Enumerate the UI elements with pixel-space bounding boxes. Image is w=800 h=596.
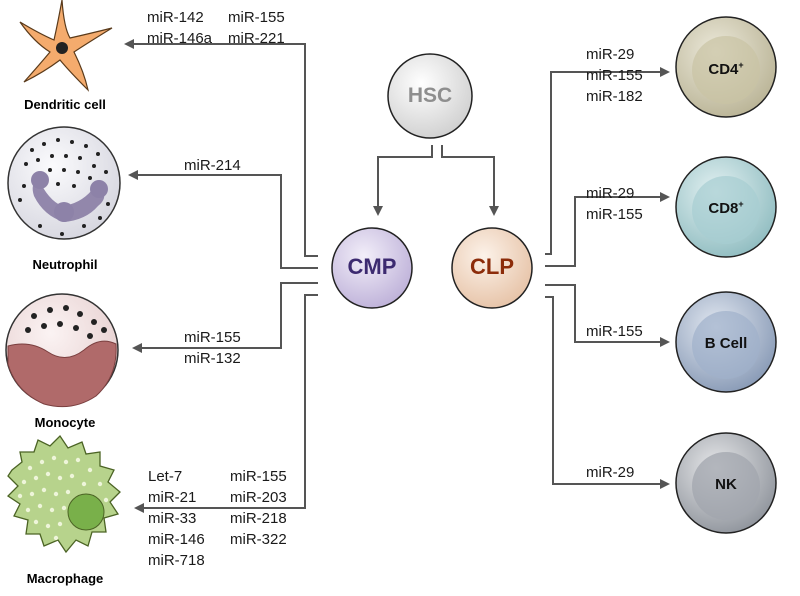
monocyte-granules	[25, 305, 107, 339]
clp-label: CLP	[470, 254, 514, 279]
clp-to-nk-arrow	[545, 296, 670, 489]
cd4-label: CD4+	[691, 60, 761, 79]
dendritic-mirna-list-a: miR-142 miR-146a	[147, 7, 212, 49]
neutrophil-granules	[18, 138, 110, 236]
clp-to-bcell-arrow	[545, 284, 670, 347]
mirna-label: miR-142	[147, 9, 204, 26]
mirna-label: miR-718	[148, 552, 205, 569]
mirna-label: miR-146a	[147, 30, 213, 47]
cd8-cell-icon	[675, 156, 777, 258]
cmp-to-monocyte-arrow	[132, 282, 318, 353]
mirna-label: miR-218	[230, 510, 287, 527]
dendritic-cell-name: Dendritic cell	[24, 97, 106, 112]
nk-mirna-list: miR-29	[586, 462, 634, 483]
cd8-mirna-list: miR-29 miR-155	[586, 183, 643, 225]
cmp-to-neutrophil-arrow	[128, 170, 318, 269]
mirna-label: miR-132	[184, 350, 241, 367]
clp-node	[451, 227, 533, 309]
mirna-label: miR-155	[228, 9, 285, 26]
mirna-label: miR-155	[230, 468, 287, 485]
bcell-mirna-list: miR-155	[586, 321, 643, 342]
mirna-label: miR-21	[148, 489, 197, 506]
hsc-to-clp-arrow	[441, 145, 499, 216]
neutrophil-name: Neutrophil	[32, 257, 98, 272]
mirna-label: miR-214	[184, 157, 241, 174]
clp-to-cd8-arrow	[545, 192, 670, 267]
monocyte-name: Monocyte	[34, 415, 96, 430]
neutrophil-mirna-list: miR-214	[184, 155, 241, 176]
nk-cell-icon	[675, 432, 777, 534]
mirna-label: miR-155	[586, 323, 643, 340]
mirna-label: Let-7	[148, 468, 183, 485]
macrophage-mirna-list-a: Let-7 miR-21 miR-33 miR-146 miR-718	[148, 466, 205, 571]
mirna-label: miR-155	[586, 206, 643, 223]
dendritic-cell-icon	[19, 0, 113, 92]
mirna-label: miR-29	[586, 185, 635, 202]
hsc-label: HSC	[407, 84, 453, 107]
monocyte-icon	[5, 293, 119, 408]
cd8-label: CD8+	[691, 199, 761, 218]
cd4-cell-icon	[675, 16, 777, 118]
neutrophil-icon	[7, 126, 121, 240]
macrophage-icon	[6, 434, 121, 554]
cmp-node	[331, 227, 413, 309]
cmp-to-dendritic-arrow	[124, 39, 318, 257]
mirna-label: miR-29	[586, 46, 635, 63]
monocyte-mirna-list: miR-155 miR-132	[184, 327, 241, 369]
macrophage-name: Macrophage	[26, 571, 104, 586]
hsc-node	[387, 53, 473, 139]
mirna-label: miR-221	[228, 30, 285, 47]
hsc-to-cmp-arrow	[373, 145, 433, 216]
dendritic-mirna-list-b: miR-155 miR-221	[228, 7, 285, 49]
macrophage-mirna-list-b: miR-155 miR-203 miR-218 miR-322	[230, 466, 287, 550]
cd8-sup: +	[738, 199, 744, 209]
bcell-label: B Cell	[704, 335, 748, 352]
cd4-name: CD4	[708, 61, 739, 78]
clp-to-cd4-arrow	[545, 67, 670, 255]
mirna-label: miR-322	[230, 531, 287, 548]
mirna-label: miR-155	[184, 329, 241, 346]
cd4-mirna-list: miR-29 miR-155 miR-182	[586, 44, 643, 107]
cd8-name: CD8	[708, 200, 739, 217]
nk-label: NK	[715, 476, 737, 493]
bcell-icon	[675, 291, 777, 393]
mirna-label: miR-203	[230, 489, 287, 506]
cd4-sup: +	[738, 60, 744, 70]
mirna-label: miR-29	[586, 464, 635, 481]
mirna-label: miR-182	[586, 88, 643, 105]
mirna-label: miR-146	[148, 531, 205, 548]
cmp-to-macrophage-arrow	[134, 294, 318, 513]
mirna-label: miR-33	[148, 510, 197, 527]
macrophage-vesicles	[17, 455, 109, 541]
cmp-label: CMP	[347, 254, 397, 279]
mirna-label: miR-155	[586, 67, 643, 84]
